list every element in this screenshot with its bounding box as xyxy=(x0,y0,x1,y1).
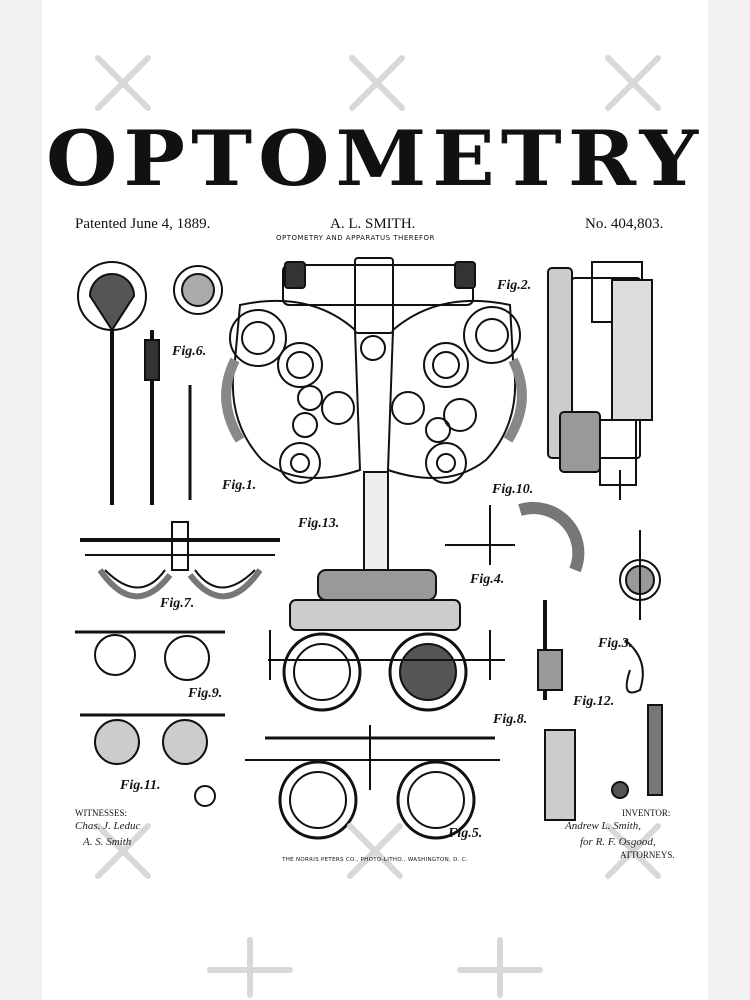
patent-number: No. 404,803. xyxy=(585,216,664,232)
patent-date: Patented June 4, 1889. xyxy=(75,216,211,232)
x-watermark-icon xyxy=(95,55,661,879)
fig-9-label: Fig.9. xyxy=(188,686,223,701)
side-mechanism-illustration xyxy=(547,261,653,500)
protractor-arc-illustration xyxy=(445,502,661,620)
inventor-signature: Andrew L. Smith, xyxy=(565,820,641,832)
witness-signature-2: A. S. Smith xyxy=(83,836,132,848)
plus-watermark-icon xyxy=(207,937,543,998)
page-title: OPTOMETRY xyxy=(46,114,704,204)
patent-subtitle: OPTOMETRY AND APPARATUS THEREFOR xyxy=(276,234,435,242)
trial-frame-illustration xyxy=(80,521,280,600)
attorney-signature: for R. F. Osgood, xyxy=(580,836,656,848)
fig-8-label: Fig.8. xyxy=(493,712,528,727)
lower-frame-illustration xyxy=(245,725,500,840)
printer-credit: THE NORRIS PETERS CO., PHOTO-LITHO., WAS… xyxy=(282,857,468,863)
attorneys-label: ATTORNEYS. xyxy=(620,850,675,860)
clip-illustration xyxy=(537,600,663,821)
central-frame-illustration xyxy=(268,471,505,712)
inventor-heading: A. L. SMITH. xyxy=(330,216,416,232)
fig-4-label: Fig.4. xyxy=(470,572,505,587)
fig-13-label: Fig.13. xyxy=(298,516,340,531)
dial-illustration xyxy=(77,261,223,505)
fig-1-label: Fig.1. xyxy=(222,478,257,493)
phoropter-illustration xyxy=(221,257,527,484)
witness-signature-1: Chas. J. Leduc xyxy=(75,820,141,832)
fig-7-label: Fig.7. xyxy=(160,596,195,611)
fig-2-label: Fig.2. xyxy=(497,278,532,293)
fig-5-label: Fig.5. xyxy=(448,826,483,841)
inventor-label: INVENTOR: xyxy=(622,808,671,818)
fig-6-label: Fig.6. xyxy=(172,344,207,359)
fig-3-label: Fig.3. xyxy=(598,636,633,651)
witnesses-label: WITNESSES: xyxy=(75,808,128,818)
fig-12-label: Fig.12. xyxy=(573,694,615,709)
fig-10-label: Fig.10. xyxy=(492,482,534,497)
fig-11-label: Fig.11. xyxy=(120,778,161,793)
small-frames-illustration xyxy=(75,630,225,807)
